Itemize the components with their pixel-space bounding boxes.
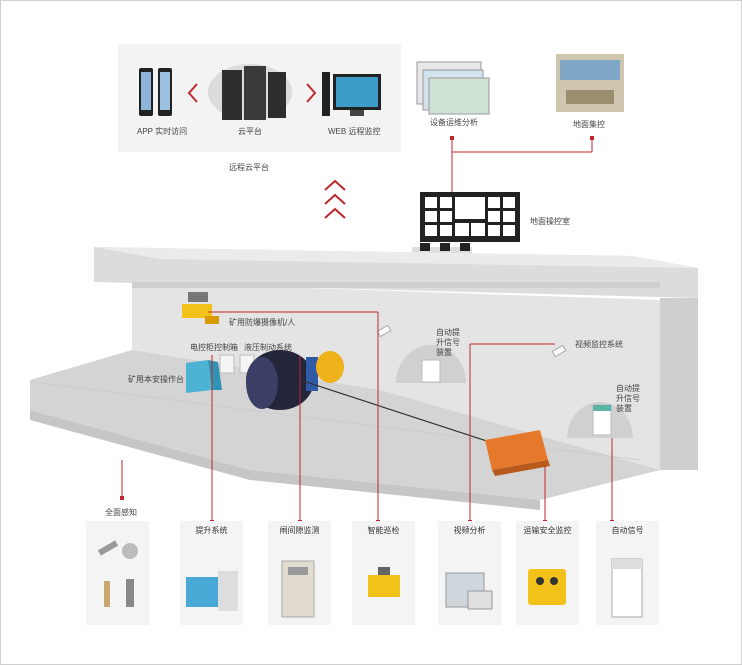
card-hoist-system: 提升系统 xyxy=(180,521,243,625)
web-monitor-icon xyxy=(322,72,381,116)
phone-icons xyxy=(139,68,172,116)
card-brake-gap: 闸间隙监测 xyxy=(268,521,331,625)
crane-sensor-label: 矿用防爆摄像机/人 xyxy=(229,318,296,327)
electric-cabinet-label: 电控柜控制箱 xyxy=(190,343,238,352)
card-sensors xyxy=(86,521,149,625)
chevron-left-icon xyxy=(187,83,198,103)
sensor-icons xyxy=(97,540,138,607)
card-smart-inspection: 智能巡检 xyxy=(352,521,415,625)
device-analysis-label: 设备运维分析 xyxy=(430,118,478,127)
full-sense-label: 全面感知 xyxy=(105,508,137,517)
ground-console-label: 地面操控室 xyxy=(530,217,570,226)
card-video-analysis: 视频分析 xyxy=(438,521,501,625)
video-system-label: 视频监控系统 xyxy=(575,340,623,349)
local-console-label: 矿用本安操作台 xyxy=(128,375,184,384)
remote-cloud-label: 远程云平台 xyxy=(229,163,269,172)
web-monitor-label: WEB 远程监控 xyxy=(328,127,381,136)
signal-device-label: 自动提升信号装置 xyxy=(436,328,460,357)
device-analysis-screens xyxy=(416,61,490,115)
auto-signal-label: 自动提升信号装置 xyxy=(616,384,640,413)
up-arrows-icon xyxy=(324,179,346,219)
card-auto-signal: 自动信号 xyxy=(596,521,659,625)
cloud-server-icon xyxy=(208,64,292,120)
card-label: 闸间隙监测 xyxy=(279,526,320,535)
card-label: 自动信号 xyxy=(611,526,644,535)
video-wall-icon xyxy=(420,192,520,242)
card-label: 运输安全监控 xyxy=(523,526,572,535)
card-label: 智能巡检 xyxy=(367,526,400,535)
app-access-label: APP 实时访问 xyxy=(137,127,188,136)
card-label: 提升系统 xyxy=(195,526,228,535)
brake-system-label: 液压制动系统 xyxy=(244,343,292,352)
card-label: 视频分析 xyxy=(453,526,486,535)
card-transport-safety: 运输安全监控 xyxy=(516,521,579,625)
chevron-right-icon xyxy=(306,83,317,103)
cloud-platform-label: 云平台 xyxy=(238,127,262,136)
ground-control-label: 地面集控 xyxy=(573,120,605,129)
